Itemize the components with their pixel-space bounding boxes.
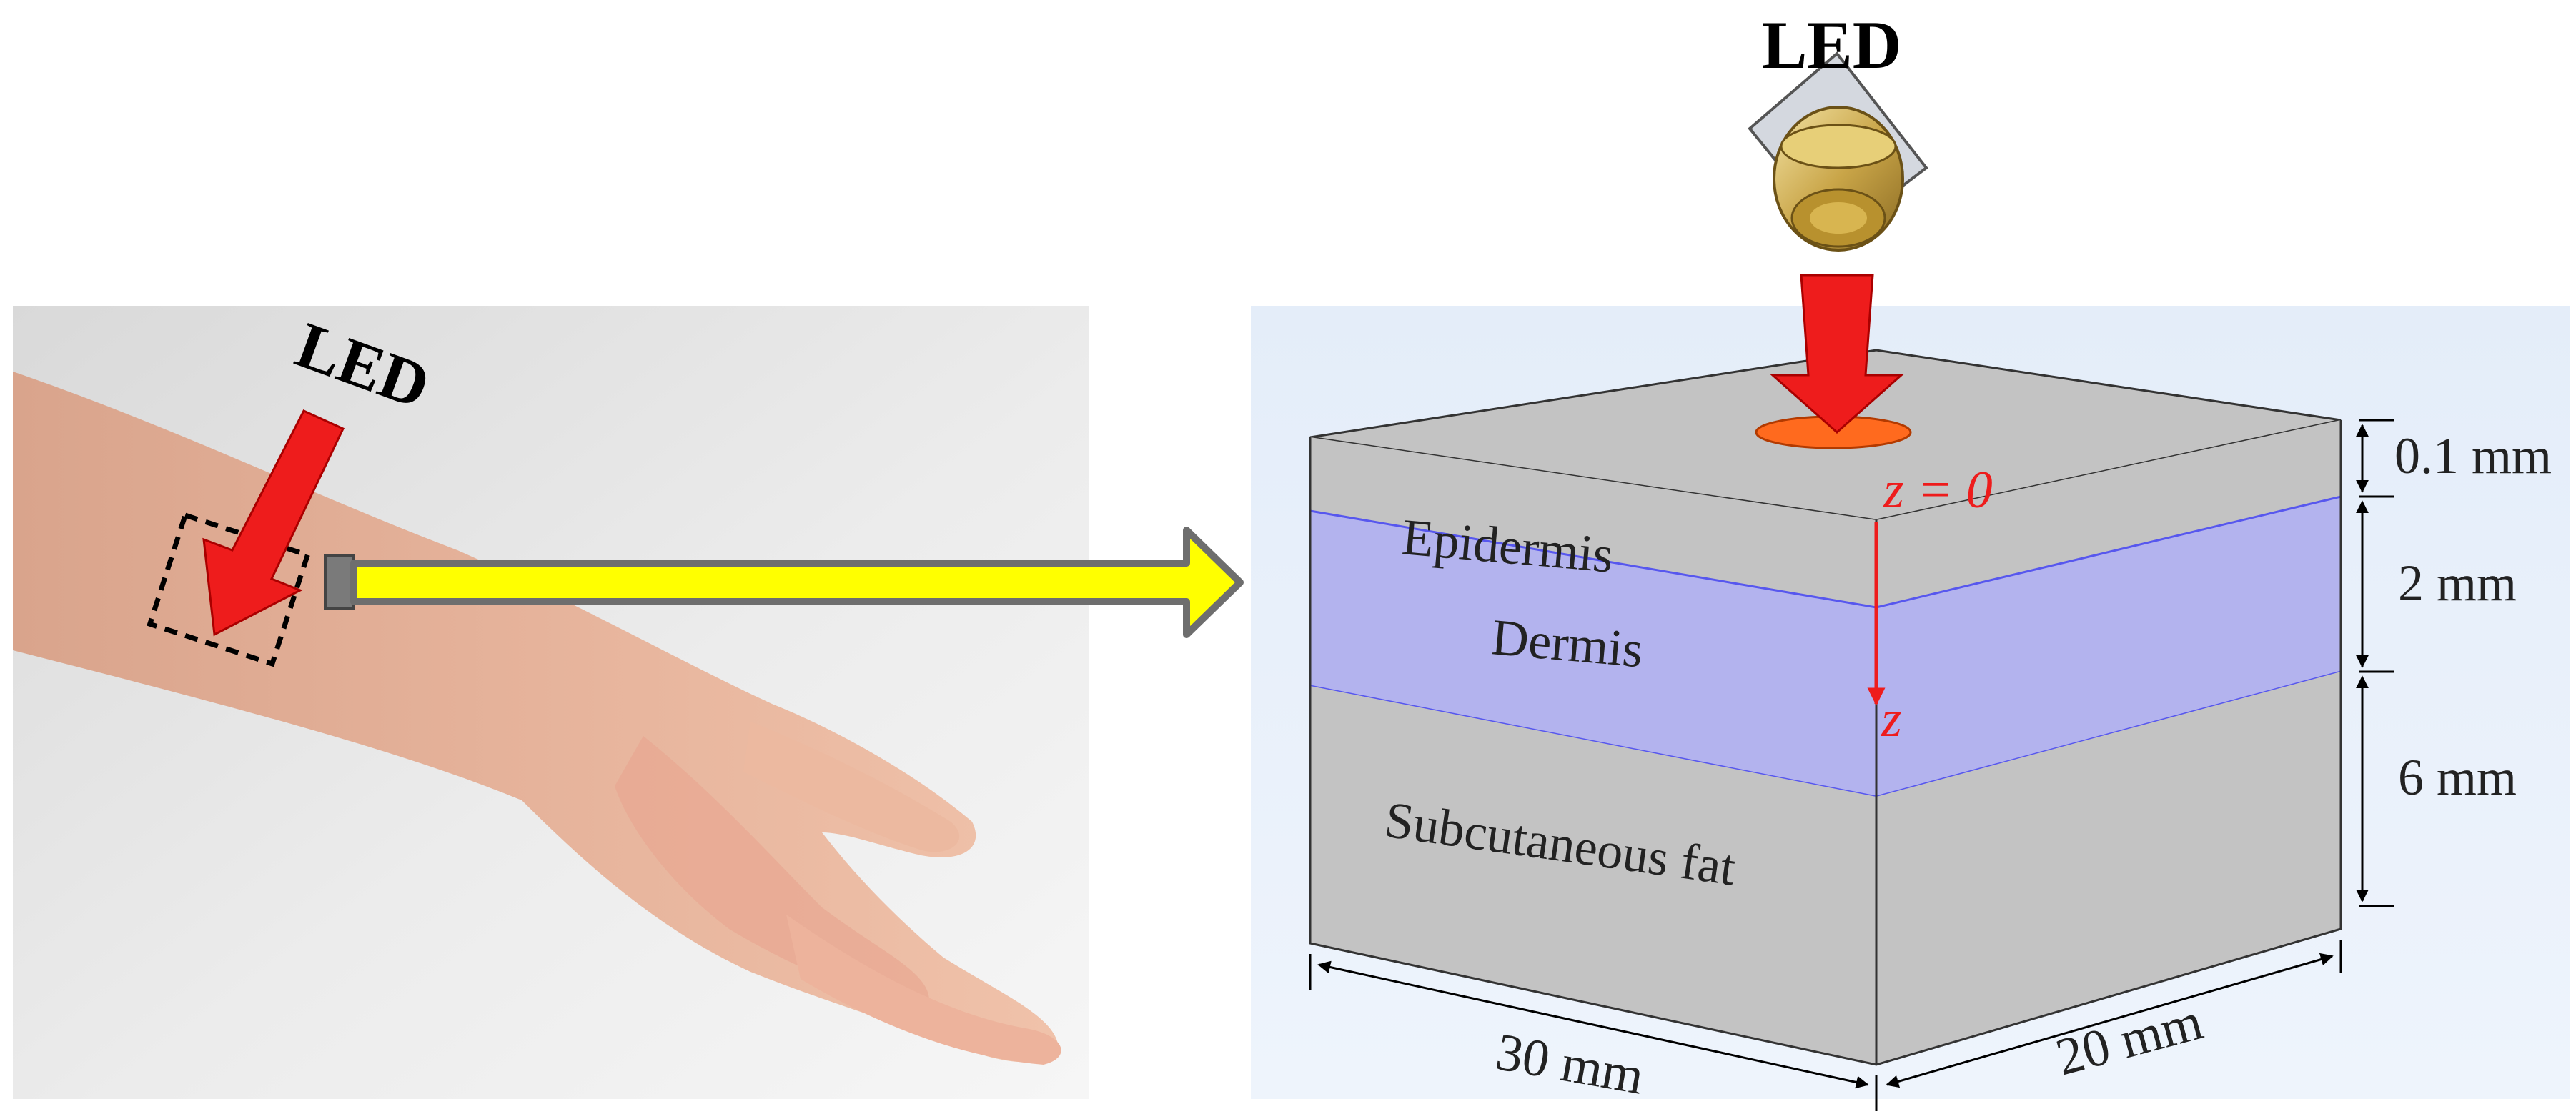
epidermis-front — [1310, 437, 1876, 607]
led-arrow-left — [202, 409, 345, 637]
base-dimensions — [1309, 940, 2342, 1111]
palm — [615, 736, 929, 1002]
dermis-label: Dermis — [1490, 608, 1645, 678]
z-origin-label: z = 0 — [1883, 461, 1993, 519]
z-axis: z = 0 z — [1867, 461, 1993, 748]
thickness-dimensions — [2356, 419, 2394, 907]
led-arrow-right — [1770, 274, 1904, 434]
fat-thickness: 6 mm — [2398, 749, 2517, 806]
transfer-arrow — [324, 527, 1244, 638]
led-device — [1748, 51, 1928, 252]
thumb — [743, 722, 960, 852]
led-label-right: LED — [1762, 7, 1901, 83]
z-axis-label: z — [1881, 690, 1902, 748]
arm-photo: LED — [13, 306, 1244, 1099]
fingers — [786, 915, 1061, 1065]
epidermis-side — [1876, 420, 2341, 607]
skin-model: LED z = 0 z Epidermis Dermis Subcutaneou… — [1251, 7, 2570, 1111]
dermis-thickness: 2 mm — [2398, 554, 2517, 612]
epidermis-thickness: 0.1 mm — [2394, 427, 2552, 484]
